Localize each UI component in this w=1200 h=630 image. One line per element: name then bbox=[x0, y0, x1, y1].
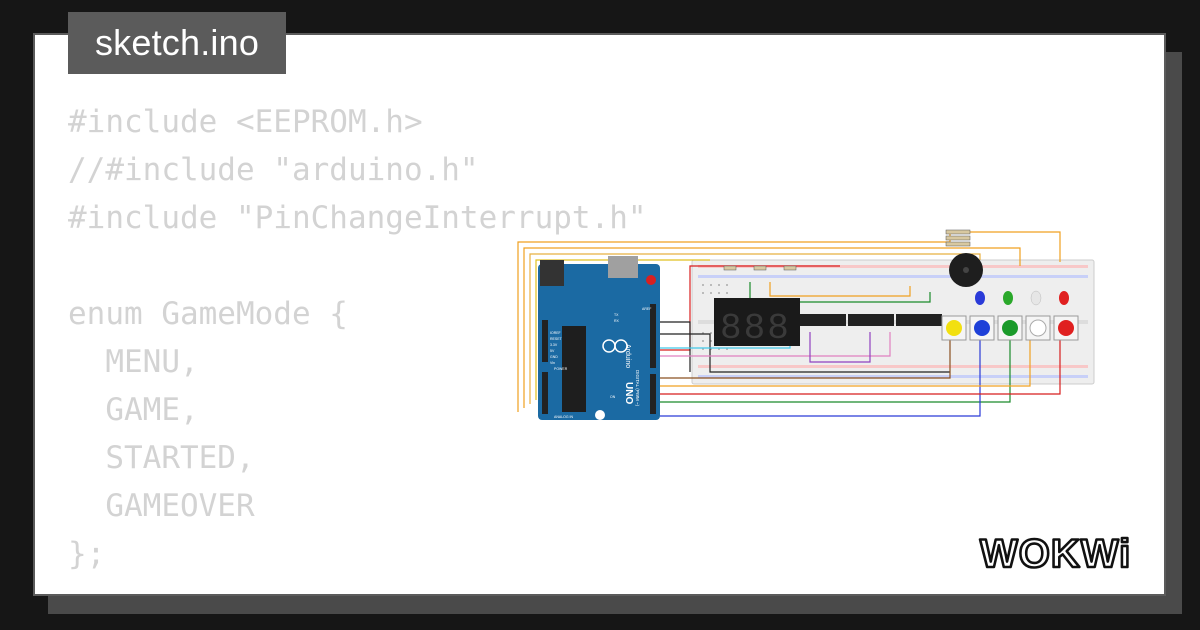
code-line: #include <EEPROM.h> bbox=[68, 104, 423, 140]
pin-label-power: POWER bbox=[554, 367, 568, 371]
wire-orange bbox=[769, 282, 911, 297]
code-line: MENU, bbox=[68, 344, 199, 380]
button-red bbox=[1058, 320, 1074, 336]
button-green bbox=[1002, 320, 1018, 336]
wire-orange bbox=[660, 332, 1031, 387]
button-blue bbox=[974, 320, 990, 336]
pin-label-aref: AREF bbox=[642, 307, 651, 311]
wire-orange bbox=[529, 253, 981, 404]
circuit-diagram: Arduino UNO DIGITAL (PWM ~) IOREF RESET … bbox=[517, 229, 1095, 420]
code-line: GAMEOVER bbox=[68, 488, 255, 524]
button-yellow bbox=[946, 320, 962, 336]
code-snippet: #include <EEPROM.h> //#include "arduino.h… bbox=[68, 98, 647, 578]
push-buttons bbox=[941, 315, 1079, 341]
pin-label-tx: TX bbox=[614, 313, 619, 317]
pin-label-reset: RESET bbox=[550, 337, 563, 341]
wire-purple bbox=[809, 332, 871, 363]
resistors bbox=[723, 229, 971, 271]
wire-brown bbox=[660, 332, 951, 379]
pin-label-vin: Vin bbox=[550, 361, 555, 365]
pin-label-gnd: GND bbox=[550, 355, 558, 359]
led-blue bbox=[975, 291, 985, 305]
shift-register-chip bbox=[896, 314, 942, 326]
code-line: STARTED, bbox=[68, 440, 255, 476]
wire-black bbox=[660, 333, 950, 373]
file-name-tab: sketch.ino bbox=[68, 12, 286, 74]
wire-green bbox=[749, 282, 931, 303]
pin-label-digital: DIGITAL (PWM ~) bbox=[635, 370, 640, 407]
pin-label-analog: ANALOG IN bbox=[554, 415, 574, 419]
shift-register-chip bbox=[800, 314, 846, 326]
led-white bbox=[1030, 290, 1042, 306]
pin-label-rx: RX bbox=[614, 319, 620, 323]
shift-register-chip bbox=[848, 314, 894, 326]
board-brand-label: Arduino bbox=[624, 344, 631, 368]
wokwi-logo-icon: WOKWi bbox=[979, 531, 1132, 578]
display-digits: 888 bbox=[720, 308, 791, 349]
wire-orange bbox=[523, 247, 1021, 408]
seven-segment-display: 888 bbox=[714, 298, 800, 349]
logo-text: WOKWi bbox=[980, 532, 1131, 576]
pin-label-3v3: 3.3V bbox=[550, 343, 558, 347]
wire-blue bbox=[660, 332, 981, 417]
code-line: enum GameMode { bbox=[68, 296, 348, 332]
pin-label-5v: 5V bbox=[550, 349, 555, 353]
wire-black bbox=[660, 321, 691, 372]
led-red bbox=[1059, 291, 1069, 305]
wire-pink bbox=[660, 332, 891, 357]
code-line: #include "PinChangeInterrupt.h" bbox=[68, 200, 647, 236]
led-green bbox=[1003, 291, 1013, 305]
wire-yellow bbox=[535, 259, 710, 400]
code-line: GAME, bbox=[68, 392, 199, 428]
button-white bbox=[1029, 319, 1047, 337]
pin-label-on: ON bbox=[610, 395, 616, 399]
board-model-label: UNO bbox=[623, 382, 634, 404]
buzzer-icon bbox=[949, 253, 983, 287]
wire-red bbox=[660, 332, 1061, 395]
code-line: //#include "arduino.h" bbox=[68, 152, 479, 188]
wire-green bbox=[660, 332, 1011, 403]
arduino-uno-icon: Arduino UNO DIGITAL (PWM ~) IOREF RESET … bbox=[538, 256, 660, 420]
code-line: }; bbox=[68, 536, 106, 572]
pin-label-ioref: IOREF bbox=[550, 331, 561, 335]
